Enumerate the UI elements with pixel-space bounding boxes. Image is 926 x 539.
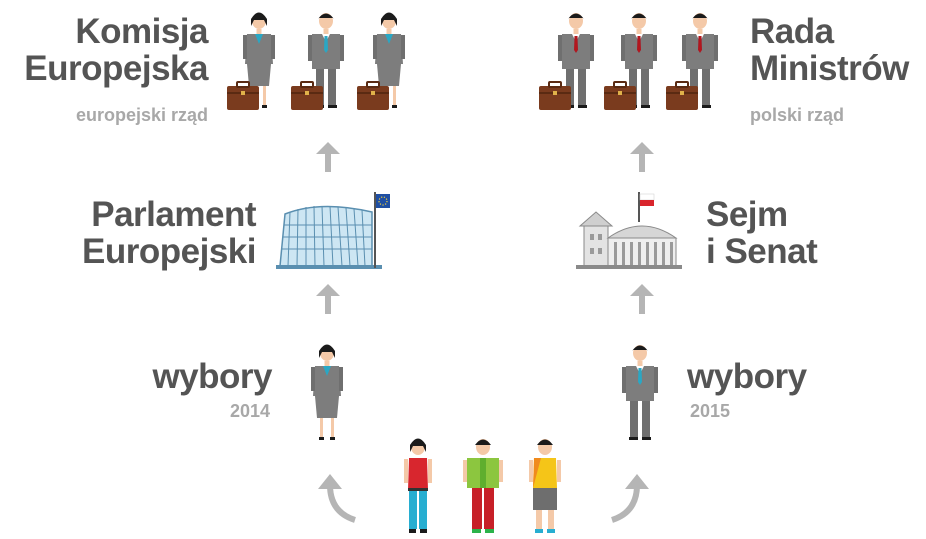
rada-title: Rada Ministrów (750, 12, 909, 88)
sejm-title-line2: i Senat (706, 231, 818, 271)
arrow-right-bottom (610, 474, 649, 523)
women-commissioner-icon (226, 12, 405, 111)
men-minister-icon (538, 13, 718, 111)
parlament-title: Parlament Europejski (82, 195, 256, 271)
rada-title-line1: Rada (750, 12, 834, 51)
arrow-right-top (630, 142, 654, 172)
arrow-left-middle (316, 284, 340, 314)
eu-parliament-building-icon (276, 205, 382, 269)
sejm-title: Sejm i Senat (706, 195, 818, 271)
wybory-right-year: 2015 (690, 401, 731, 421)
sejm-title-line1: Sejm (706, 195, 788, 234)
arrow-left-top (316, 142, 340, 172)
arrow-right-middle (630, 284, 654, 314)
komisja-title-line2: Europejska (24, 48, 208, 88)
komisja-title: Komisja Europejska (24, 12, 208, 88)
wybory-left-title: wybory (152, 357, 272, 396)
citizens-icon (404, 438, 561, 533)
parlament-title-line1: Parlament (91, 195, 256, 234)
rada-title-line2: Ministrów (750, 48, 909, 88)
wybory-left-year: 2014 (229, 401, 270, 421)
man-mp-icon (622, 345, 658, 440)
arrow-left-bottom (318, 474, 357, 523)
rada-subtitle: polski rząd (750, 105, 845, 125)
poland-flag-icon (638, 192, 655, 222)
komisja-subtitle: europejski rząd (75, 105, 208, 125)
eu-flag-icon (374, 192, 390, 268)
wybory-right-title: wybory (687, 357, 807, 396)
parlament-title-line2: Europejski (82, 231, 256, 271)
komisja-title-line1: Komisja (75, 12, 208, 51)
woman-mep-icon (311, 344, 343, 440)
sejm-building-icon (576, 211, 682, 269)
